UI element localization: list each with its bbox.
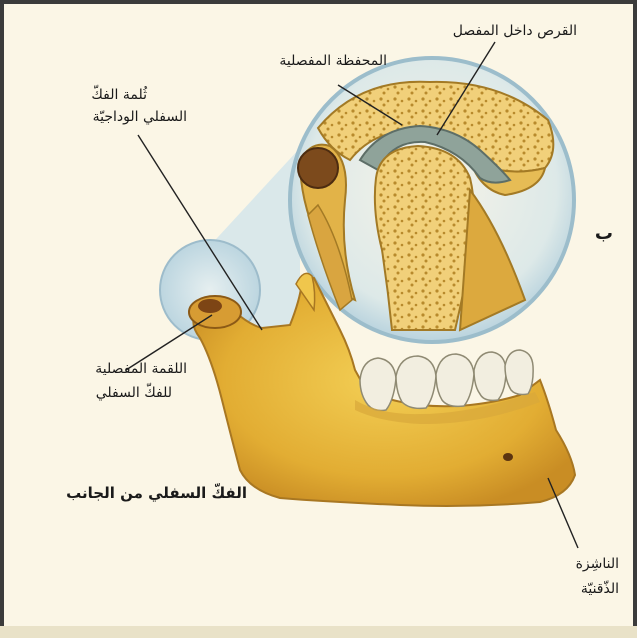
label-mandibular-notch-line1: ثُلمة الفكّ: [91, 86, 147, 105]
label-articular-capsule: المحفظة المفصلية: [279, 52, 387, 71]
label-mandibular-condyle-line2: للفكّ السفلي: [96, 384, 172, 403]
label-mandibular-condyle-line1: اللقمة المفصلية: [95, 360, 187, 379]
label-mental-protuberance-line1: الناشِزة: [576, 555, 619, 574]
label-mental-protuberance-line2: الذّقنيّة: [581, 580, 619, 599]
label-articular-disc: القرص داخل المفصل: [453, 22, 577, 41]
panel-letter: ب: [595, 224, 613, 243]
mental-foramen: [503, 453, 513, 461]
label-mandibular-notch-line2: السفلي الوداجيّة: [93, 108, 187, 127]
figure-caption: الفكّ السفلي من الجانب: [66, 484, 247, 503]
